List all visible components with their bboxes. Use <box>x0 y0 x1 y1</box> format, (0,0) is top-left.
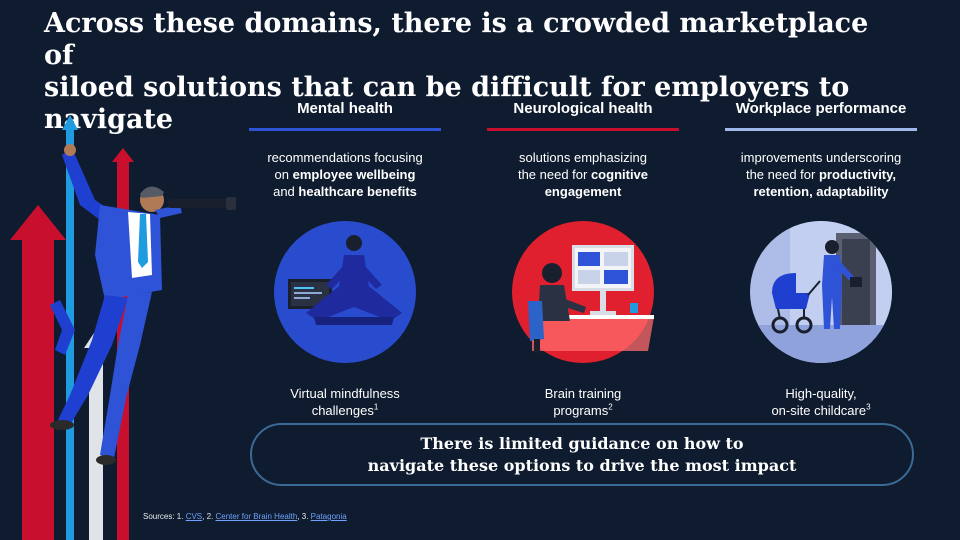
desc-line: the need for productivity, <box>721 166 921 183</box>
callout-line: There is limited guidance on how to <box>420 434 744 453</box>
caption-line: challenges1 <box>245 402 445 419</box>
desc-emphasis: engagement <box>544 184 622 199</box>
brain-training-illustration <box>512 221 654 363</box>
column-workplace-performance: Workplace performance improvements under… <box>721 98 921 419</box>
desc-emphasis: employee wellbeing <box>292 167 416 182</box>
footnote-marker: 1 <box>373 402 379 412</box>
caption-line: Virtual mindfulness <box>290 386 400 401</box>
sources-separator: , 2. <box>202 512 216 521</box>
source-link-patagonia[interactable]: Patagonia <box>310 512 347 521</box>
column-heading: Neurological health <box>513 100 653 117</box>
column-description: improvements underscoring the need for p… <box>721 149 921 201</box>
column-caption: High-quality, on-site childcare3 <box>721 385 921 419</box>
desc-line: solutions emphasizing <box>519 150 647 165</box>
key-takeaway-callout: There is limited guidance on how to navi… <box>250 423 914 486</box>
desc-line: the need for cognitive <box>483 166 683 183</box>
desc-emphasis: cognitive <box>590 167 649 182</box>
desc-text: the need for <box>517 167 591 182</box>
column-rule <box>725 128 917 131</box>
businessman-arrows-illustration <box>10 115 236 540</box>
title-line: siloed solutions that can be difficult f… <box>44 72 850 103</box>
footnote-marker: 2 <box>608 402 613 412</box>
source-link-cvs[interactable]: CVS <box>185 512 203 521</box>
desc-line: recommendations focusing <box>267 150 423 165</box>
sources-prefix: Sources: 1. <box>143 512 186 521</box>
desc-line: engagement <box>483 183 683 200</box>
column-rule <box>249 128 441 131</box>
red-arrow-large <box>10 205 66 540</box>
column-caption: Virtual mindfulness challenges1 <box>245 385 445 419</box>
column-caption: Brain training programs2 <box>483 385 683 419</box>
callout-line: navigate these options to drive the most… <box>367 456 797 475</box>
desc-line: improvements underscoring <box>740 150 902 165</box>
source-link-center-for-brain-health[interactable]: Center for Brain Health <box>215 512 298 521</box>
column-neurological-health: Neurological health solutions emphasizin… <box>483 98 683 419</box>
desc-emphasis: healthcare benefits <box>298 184 417 199</box>
meditation-illustration <box>274 221 416 363</box>
column-rule <box>487 128 679 131</box>
caption-text: challenges <box>311 403 374 418</box>
sources-footnote: Sources: 1. CVS, 2. Center for Brain Hea… <box>143 512 347 521</box>
column-heading: Workplace performance <box>735 100 907 117</box>
childcare-illustration <box>750 221 892 363</box>
desc-emphasis: productivity, <box>818 167 897 182</box>
column-description: solutions emphasizing the need for cogni… <box>483 149 683 201</box>
telescope <box>168 199 230 208</box>
caption-line: High-quality, <box>785 386 857 401</box>
column-description: recommendations focusing on employee wel… <box>245 149 445 201</box>
businessman-figure <box>50 144 236 465</box>
column-mental-health: Mental health recommendations focusing o… <box>245 98 445 419</box>
desc-line: on employee wellbeing <box>245 166 445 183</box>
footnote-marker: 3 <box>866 402 871 412</box>
caption-line: programs2 <box>483 402 683 419</box>
column-heading: Mental health <box>297 100 393 117</box>
desc-line: and healthcare benefits <box>245 183 445 200</box>
page-title: Across these domains, there is a crowded… <box>44 8 904 136</box>
caption-line: on-site childcare3 <box>721 402 921 419</box>
caption-text: programs <box>553 403 609 418</box>
caption-line: Brain training <box>544 386 622 401</box>
desc-text: and <box>273 184 299 199</box>
desc-line: retention, adaptability <box>721 183 921 200</box>
desc-emphasis: retention, adaptability <box>753 184 889 199</box>
desc-text: on <box>274 167 293 182</box>
sources-separator: , 3. <box>297 512 311 521</box>
caption-text: on-site childcare <box>771 403 867 418</box>
title-line: Across these domains, there is a crowded… <box>44 8 869 71</box>
desc-text: the need for <box>745 167 819 182</box>
